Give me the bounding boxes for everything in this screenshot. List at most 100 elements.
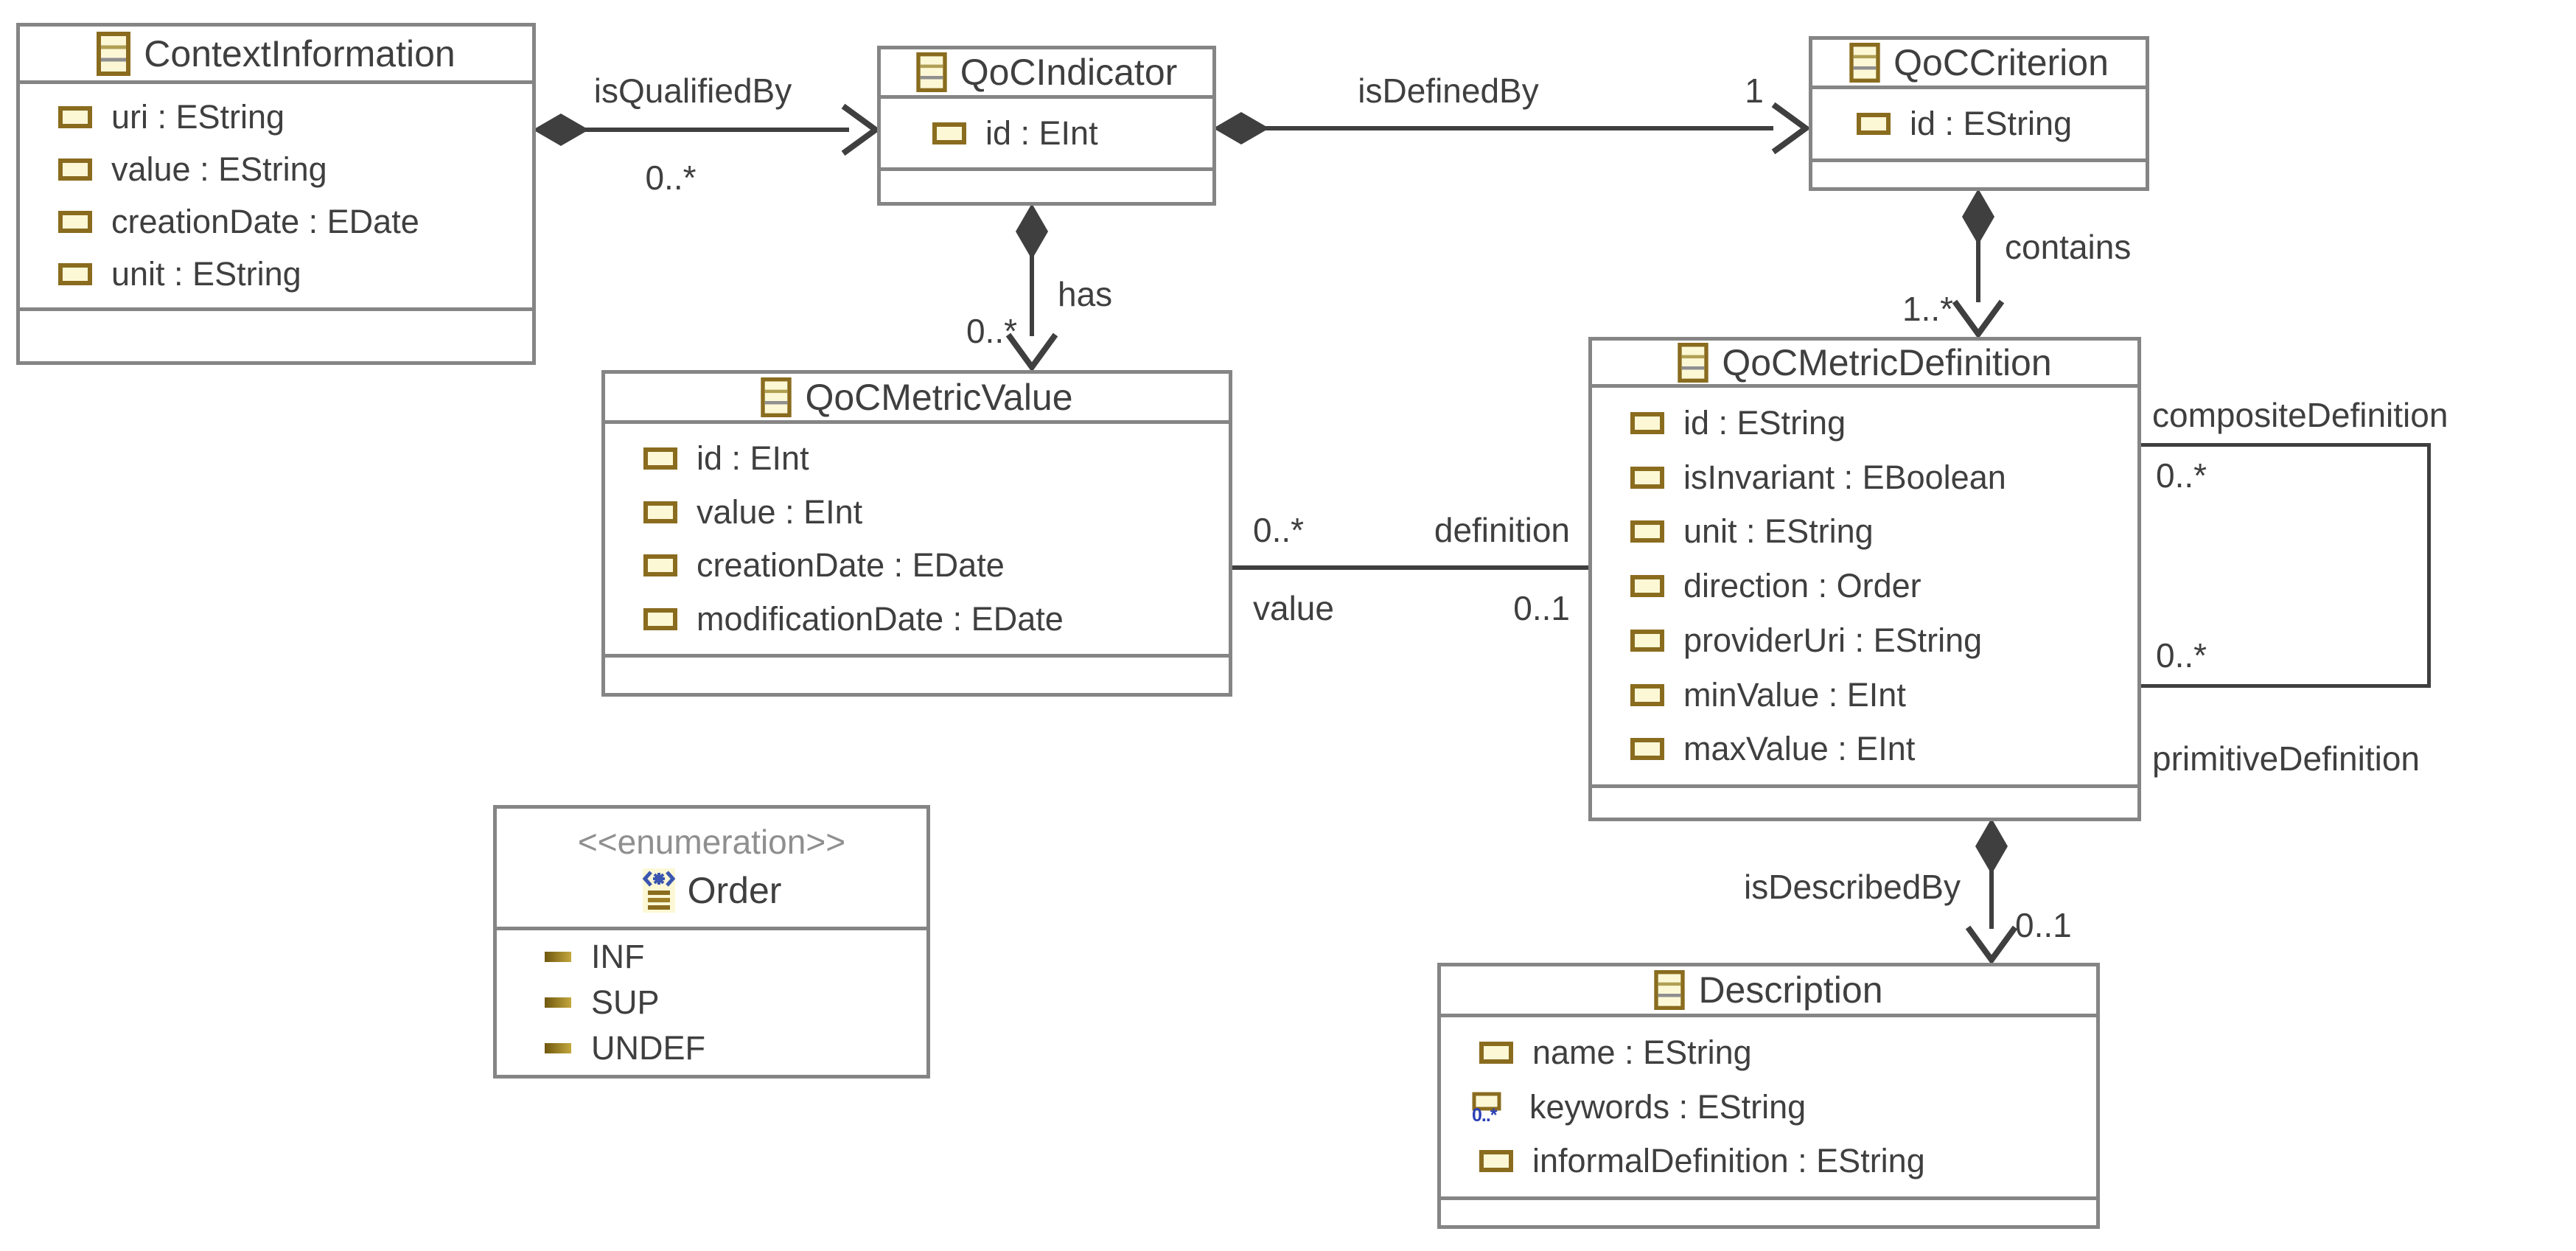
attribute-row[interactable]: id : EString — [1630, 404, 2137, 442]
edge-mult-isdescribedby[interactable]: 0..1 — [2015, 906, 2072, 944]
edge-mult-isqualifiedby[interactable]: 0..* — [645, 158, 697, 197]
operations-compartment — [1441, 1196, 2096, 1225]
edge-isdescribedby[interactable] — [1989, 868, 1994, 929]
attribute-row[interactable]: modificationDate : EDate — [643, 600, 1229, 638]
enum-literal-row[interactable]: SUP — [544, 983, 926, 1022]
class-contextinformation[interactable]: ContextInformation uri : EString value :… — [16, 23, 536, 365]
attribute-row[interactable]: isInvariant : EBoolean — [1630, 459, 2137, 497]
edge-isdefinedby[interactable] — [1263, 126, 1773, 130]
class-title[interactable]: ContextInformation — [20, 27, 532, 80]
attribute-label: uri : EString — [111, 98, 285, 136]
attribute-label: id : EInt — [985, 114, 1098, 152]
class-qoccriterion[interactable]: QoCCriterion id : EString — [1809, 36, 2149, 191]
attribute-row[interactable]: id : EString — [1857, 105, 2146, 143]
attribute-label: name : EString — [1532, 1033, 1752, 1071]
attribute-row[interactable]: unit : EString — [58, 255, 532, 293]
attribute-label: isInvariant : EBoolean — [1683, 458, 2006, 496]
enum-literal-row[interactable]: UNDEF — [544, 1029, 926, 1067]
attribute-row[interactable]: 0..* keywords : EString — [1472, 1088, 2096, 1126]
eenum-icon — [642, 868, 675, 913]
edge-mult-compositedefinition[interactable]: 0..* — [2156, 456, 2207, 495]
eattribute-icon — [58, 158, 92, 181]
class-title[interactable]: QoCMetricDefinition — [1592, 341, 2137, 384]
edge-role-value[interactable]: value — [1253, 589, 1334, 627]
eattribute-icon — [643, 608, 677, 631]
edge-mult-isdefinedby[interactable]: 1 — [1745, 72, 1764, 110]
attribute-row[interactable]: minValue : EInt — [1630, 676, 2137, 714]
eclass-icon — [97, 31, 131, 76]
edge-label-primitivedefinition[interactable]: primitiveDefinition — [2152, 739, 2420, 778]
attribute-label: minValue : EInt — [1683, 675, 1906, 714]
eattribute-icon — [58, 211, 92, 233]
edge-isqualifiedby[interactable] — [582, 128, 849, 132]
edge-label-isdefinedby[interactable]: isDefinedBy — [1358, 72, 1539, 110]
edge-label-contains[interactable]: contains — [2005, 228, 2132, 266]
eattribute-icon — [58, 106, 92, 128]
edge-label-compositedefinition[interactable]: compositeDefinition — [2152, 396, 2448, 434]
edge-mult-primitivedefinition[interactable]: 0..* — [2156, 636, 2207, 675]
open-arrow-icon — [1005, 332, 1058, 370]
open-arrow-icon — [1952, 299, 2005, 337]
attribute-row[interactable]: maxValue : EInt — [1630, 730, 2137, 768]
attribute-label: creationDate : EDate — [697, 546, 1005, 585]
eclass-icon — [1654, 970, 1686, 1010]
attribute-row[interactable]: direction : Order — [1630, 567, 2137, 605]
attribute-label: unit : EString — [111, 255, 301, 293]
edge-value-definition[interactable] — [1232, 565, 1588, 570]
enumeration-order[interactable]: <<enumeration>> Order INF SUP UNDEF — [493, 805, 930, 1078]
attribute-row[interactable]: value : EInt — [643, 493, 1229, 532]
edge-label-isdescribedby[interactable]: isDescribedBy — [1744, 868, 1961, 906]
composition-diamond — [533, 114, 589, 146]
enumeration-stereotype: <<enumeration>> — [577, 823, 846, 861]
class-title[interactable]: QoCCriterion — [1812, 40, 2146, 86]
attribute-row[interactable]: id : EInt — [643, 439, 1229, 478]
attribute-row[interactable]: uri : EString — [58, 98, 532, 136]
edge-self-top[interactable] — [2140, 443, 2431, 447]
attribute-row[interactable]: providerUri : EString — [1630, 621, 2137, 660]
class-title[interactable]: QoCIndicator — [881, 49, 1212, 95]
eclass-icon — [1678, 342, 1709, 383]
attribute-label: creationDate : EDate — [111, 203, 419, 240]
attribute-label: id : EInt — [697, 439, 809, 477]
eattribute-icon — [643, 447, 677, 470]
edge-label-isqualifiedby[interactable]: isQualifiedBy — [593, 72, 792, 110]
attribute-row[interactable]: unit : EString — [1630, 512, 2137, 551]
attribute-label: value : EInt — [697, 492, 863, 531]
edge-self-right[interactable] — [2427, 443, 2431, 688]
eattribute-icon — [1479, 1041, 1513, 1064]
attribute-row[interactable]: creationDate : EDate — [643, 546, 1229, 585]
enum-literal-label: INF — [591, 938, 645, 975]
operations-compartment — [1812, 158, 2146, 187]
attribute-label: value : EString — [111, 150, 327, 188]
edge-contains[interactable] — [1976, 239, 1980, 302]
eattribute-icon — [643, 554, 677, 577]
class-qocmetricdefinition[interactable]: QoCMetricDefinition id : EString isInvar… — [1588, 337, 2141, 821]
class-name: QoCIndicator — [960, 52, 1178, 93]
edge-mult-value[interactable]: 0..1 — [1513, 589, 1570, 627]
edge-mult-contains[interactable]: 1..* — [1902, 290, 1953, 328]
edge-role-definition[interactable]: definition — [1434, 511, 1570, 549]
enumeration-name: Order — [687, 870, 782, 911]
attribute-row[interactable]: informalDefinition : EString — [1479, 1142, 2096, 1180]
class-description[interactable]: Description name : EString 0..* keywords… — [1437, 963, 2100, 1229]
edge-self-bottom[interactable] — [2140, 684, 2431, 688]
attribute-row[interactable]: value : EString — [58, 150, 532, 189]
edge-label-has[interactable]: has — [1058, 275, 1113, 313]
edge-mult-definition[interactable]: 0..* — [1253, 511, 1305, 549]
enumeration-header[interactable]: <<enumeration>> Order — [497, 809, 926, 927]
class-qocmetricvalue[interactable]: QoCMetricValue id : EInt value : EInt cr… — [601, 370, 1232, 697]
composition-diamond — [1016, 203, 1048, 259]
class-title[interactable]: QoCMetricValue — [605, 374, 1229, 420]
operations-compartment — [1592, 784, 2137, 818]
enum-literal-row[interactable]: INF — [544, 938, 926, 976]
class-title[interactable]: Description — [1441, 966, 2096, 1014]
attribute-row[interactable]: name : EString — [1479, 1034, 2096, 1072]
attribute-row[interactable]: creationDate : EDate — [58, 203, 532, 241]
eattribute-icon — [643, 501, 677, 523]
edge-mult-has[interactable]: 0..* — [966, 312, 1017, 350]
attributes-compartment: id : EInt — [881, 95, 1212, 167]
edge-has[interactable] — [1030, 254, 1034, 336]
attribute-row[interactable]: id : EInt — [932, 114, 1212, 153]
class-qocindicator[interactable]: QoCIndicator id : EInt — [877, 46, 1216, 206]
eclass-icon — [1849, 43, 1880, 83]
